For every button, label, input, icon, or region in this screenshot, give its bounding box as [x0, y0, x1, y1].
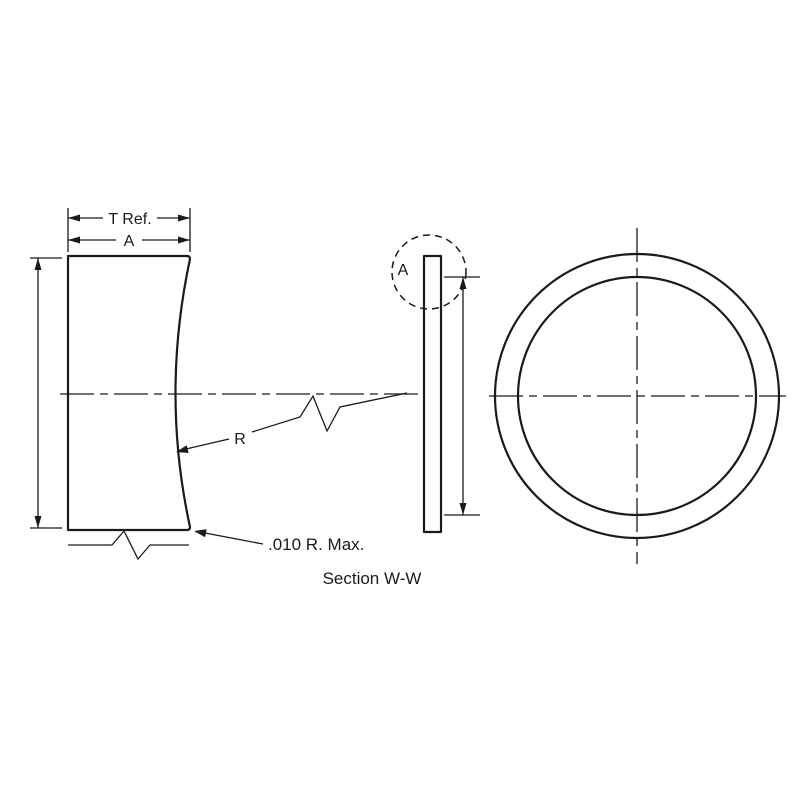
front-view — [489, 228, 786, 564]
corner-radius-arrow — [194, 529, 207, 538]
t-ref-arrow-right — [178, 214, 190, 222]
corner-radius-note: .010 R. Max. — [268, 535, 364, 554]
a-dim-arrow-right — [178, 236, 190, 244]
radius-arrow — [176, 445, 189, 453]
t-ref-arrow-left — [68, 214, 80, 222]
detail-callout-circle — [391, 234, 467, 310]
radius-leader-zigzag — [251, 392, 408, 433]
section-caption: Section W-W — [323, 569, 422, 588]
a-dim-arrow-left — [68, 236, 80, 244]
radius-label: R — [234, 431, 246, 448]
inner-dia-arrow-bottom — [459, 503, 467, 515]
section-view: T Ref. A R .010 R. Max — [30, 208, 421, 588]
inner-dia-arrow-top — [459, 277, 467, 289]
detail-callout-label: A — [398, 262, 409, 279]
a-dim-label: A — [124, 233, 135, 250]
section-outline — [66, 254, 192, 532]
t-ref-label: T Ref. — [108, 211, 151, 228]
break-line — [68, 529, 189, 561]
height-arrow-top — [34, 258, 42, 270]
corner-radius-leader — [204, 532, 264, 545]
height-arrow-bottom — [34, 516, 42, 528]
side-profile — [422, 254, 443, 534]
side-view: A — [391, 234, 480, 534]
radius-leader-line — [185, 438, 230, 450]
